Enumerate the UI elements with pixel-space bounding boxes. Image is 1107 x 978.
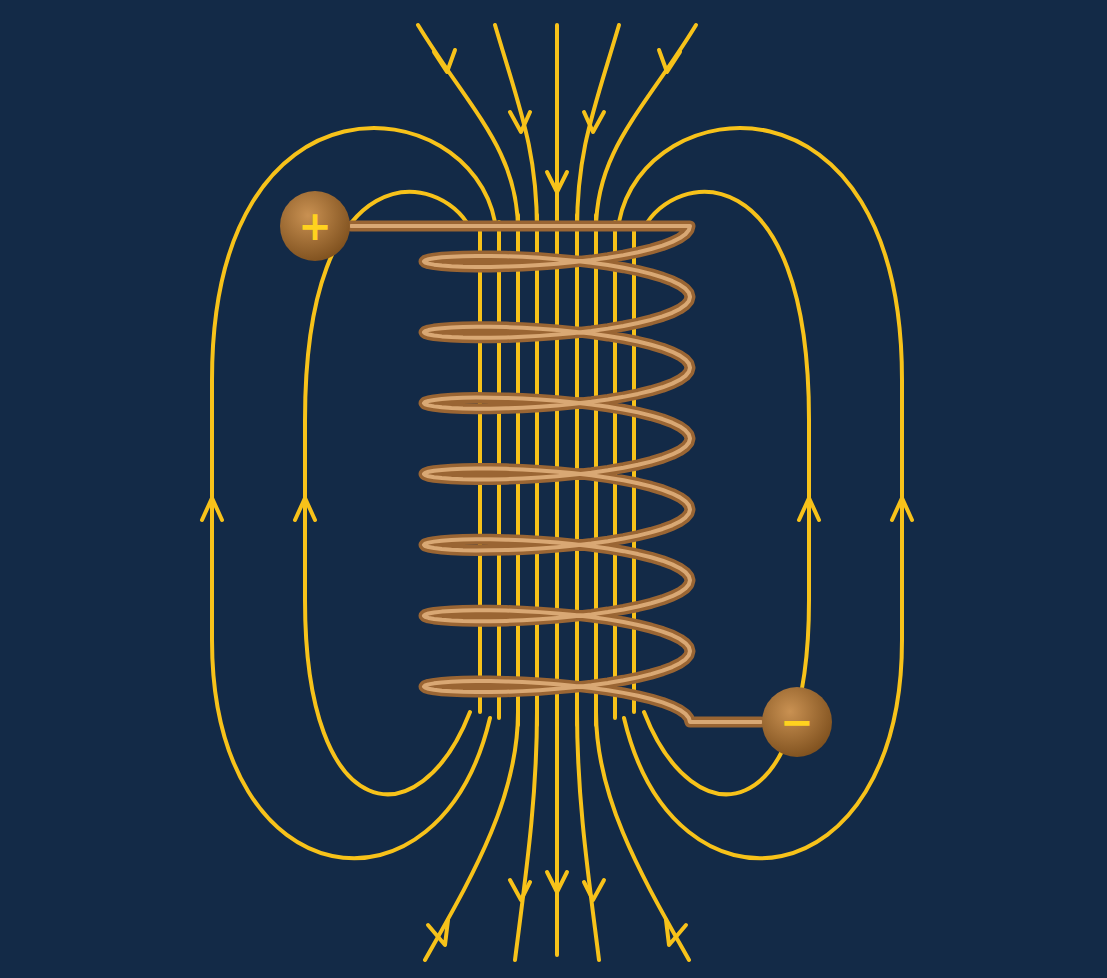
terminal: −: [761, 686, 833, 758]
field-arrows: [202, 50, 912, 945]
field-line: [425, 712, 518, 960]
field-line: [596, 712, 689, 960]
field-line: [305, 192, 470, 794]
terminal-disc: [762, 687, 832, 757]
field-line: [515, 712, 537, 960]
coil-wire: [351, 226, 761, 722]
field-line: [495, 25, 537, 230]
field-line: [596, 25, 696, 230]
coil-highlight: [351, 226, 761, 722]
terminal: +: [279, 190, 351, 262]
field-line: [212, 128, 495, 858]
terminal-sign: −: [780, 702, 814, 742]
field-line: [555, 25, 559, 955]
field-line: [577, 712, 599, 960]
terminal-disc: [280, 191, 350, 261]
terminal-sign: +: [298, 206, 332, 246]
